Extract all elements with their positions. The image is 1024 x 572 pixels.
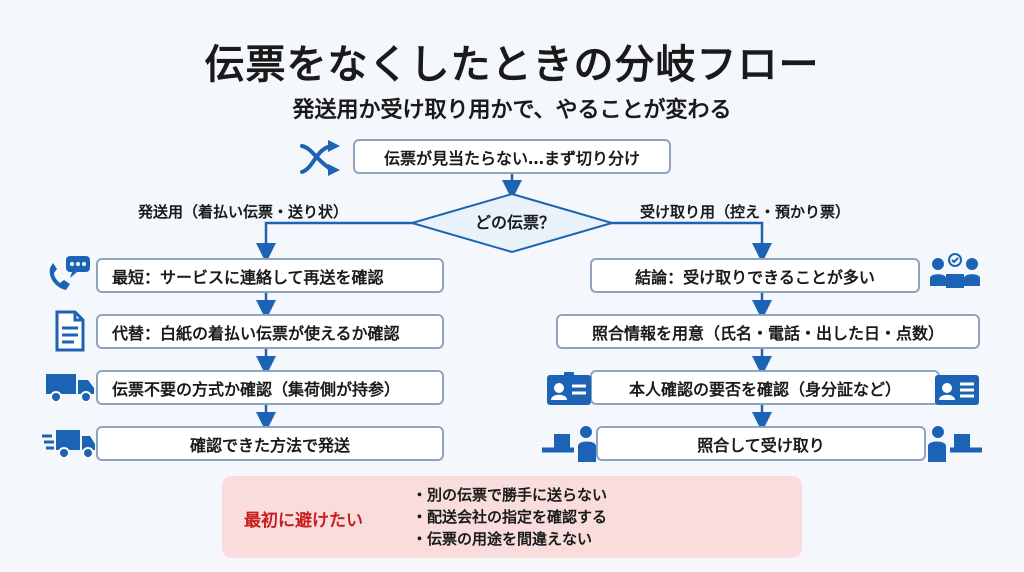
decision-label: どの伝票？ [474, 213, 555, 232]
line-decision-to-right [610, 221, 772, 263]
right-step-1: 結論：受け取りできることが多い [590, 258, 920, 293]
right-step-3: 本人確認の要否を確認（身分証など） [590, 370, 940, 405]
id-card-icon-left [547, 372, 591, 405]
warning-item: 配送会社の指定を確認する [412, 506, 607, 528]
page-subtitle: 発送用か受け取り用かで、やることが変わる [292, 98, 732, 123]
truck-icon [46, 374, 94, 403]
id-card-icon [935, 375, 979, 405]
page-title: 伝票をなくしたときの分岐フロー [204, 42, 820, 88]
phone-chat-icon [49, 256, 90, 290]
warning-heading: 最初に避けたい [244, 511, 363, 531]
left-step-2: 代替：白紙の着払い伝票が使えるか確認 [96, 314, 444, 349]
left-step-4: 確認できた方法で発送 [96, 426, 444, 461]
warning-list: 別の伝票で勝手に送らない 配送会社の指定を確認する 伝票の用途を間違えない [412, 484, 607, 550]
package-handover-icon [928, 426, 982, 462]
start-box: 伝票が見当たらない…まず切り分け [353, 139, 671, 174]
fast-truck-icon [42, 430, 95, 459]
left-step-1: 最短：サービスに連絡して再送を確認 [96, 258, 444, 293]
decision-diamond [408, 192, 616, 254]
warning-panel: 最初に避けたい 別の伝票で勝手に送らない 配送会社の指定を確認する 伝票の用途を… [222, 476, 802, 558]
right-step-2: 照合情報を用意（氏名・電話・出した日・点数） [556, 314, 980, 349]
branch-arrows-icon [300, 140, 340, 176]
right-branch-label: 受け取り用（控え・預かり票） [640, 203, 851, 221]
counter-staff-icon [930, 253, 980, 288]
line-decision-to-left [256, 221, 414, 263]
document-icon [55, 310, 85, 352]
warning-item: 伝票の用途を間違えない [412, 528, 607, 550]
left-branch-label: 発送用（着払い伝票・送り状） [138, 203, 349, 221]
warning-item: 別の伝票で勝手に送らない [412, 484, 607, 506]
package-handover-icon-left [542, 426, 596, 462]
left-step-3: 伝票不要の方式か確認（集荷側が持参） [96, 370, 444, 405]
right-step-4: 照合して受け取り [596, 426, 926, 461]
